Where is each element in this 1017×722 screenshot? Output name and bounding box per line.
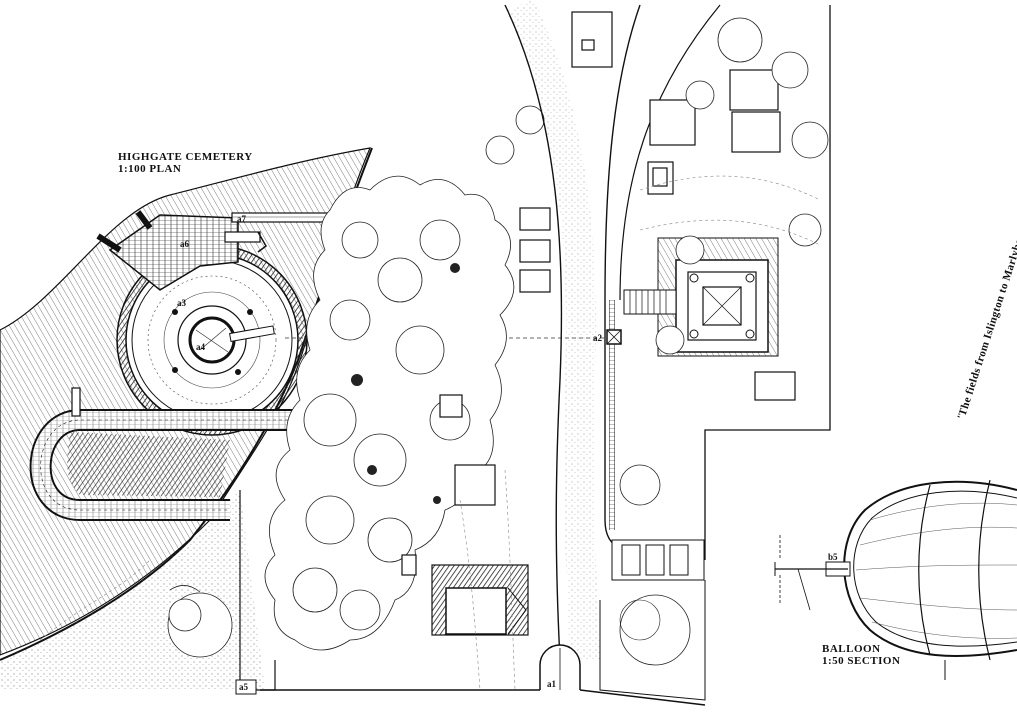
lower-garden: [599, 539, 706, 701]
label-a6: a6: [180, 239, 190, 249]
plan-title-line2: 1:100 PLAN: [118, 163, 181, 175]
label-b5: b5: [828, 552, 838, 562]
woodland-trees: [264, 105, 545, 651]
small-tombs: [401, 394, 496, 576]
lower-left-trees: [167, 585, 233, 658]
balloon-title-line2: 1:50 SECTION: [822, 655, 900, 667]
roadside-tombs: [519, 11, 796, 401]
chapel-building: [431, 564, 529, 636]
circular-tomb: [116, 244, 308, 436]
balloon-section: [774, 479, 1017, 680]
entrance-gate-a1: [260, 644, 706, 706]
label-a2: a2: [593, 333, 603, 343]
marker-a5: [235, 679, 257, 695]
balloon-title-line1: BALLOON: [822, 643, 881, 655]
tree-shadows: [351, 263, 460, 504]
contour-lines: [39, 175, 821, 691]
label-a7: a7: [237, 214, 247, 224]
label-a4: a4: [196, 342, 206, 352]
label-a1: a1: [547, 679, 557, 689]
wedge-building-a6: [96, 210, 267, 291]
label-a3: a3: [177, 298, 187, 308]
right-foliage: [619, 17, 829, 506]
mausoleum: [623, 237, 779, 357]
serpentine-ramp: [29, 387, 300, 521]
label-a5: a5: [239, 682, 249, 692]
plan-title-line1: HIGHGATE CEMETERY: [118, 151, 253, 163]
side-caption: 'The fields from Islington to Marlybone,…: [955, 149, 1017, 421]
lower-left-path: [239, 490, 276, 691]
